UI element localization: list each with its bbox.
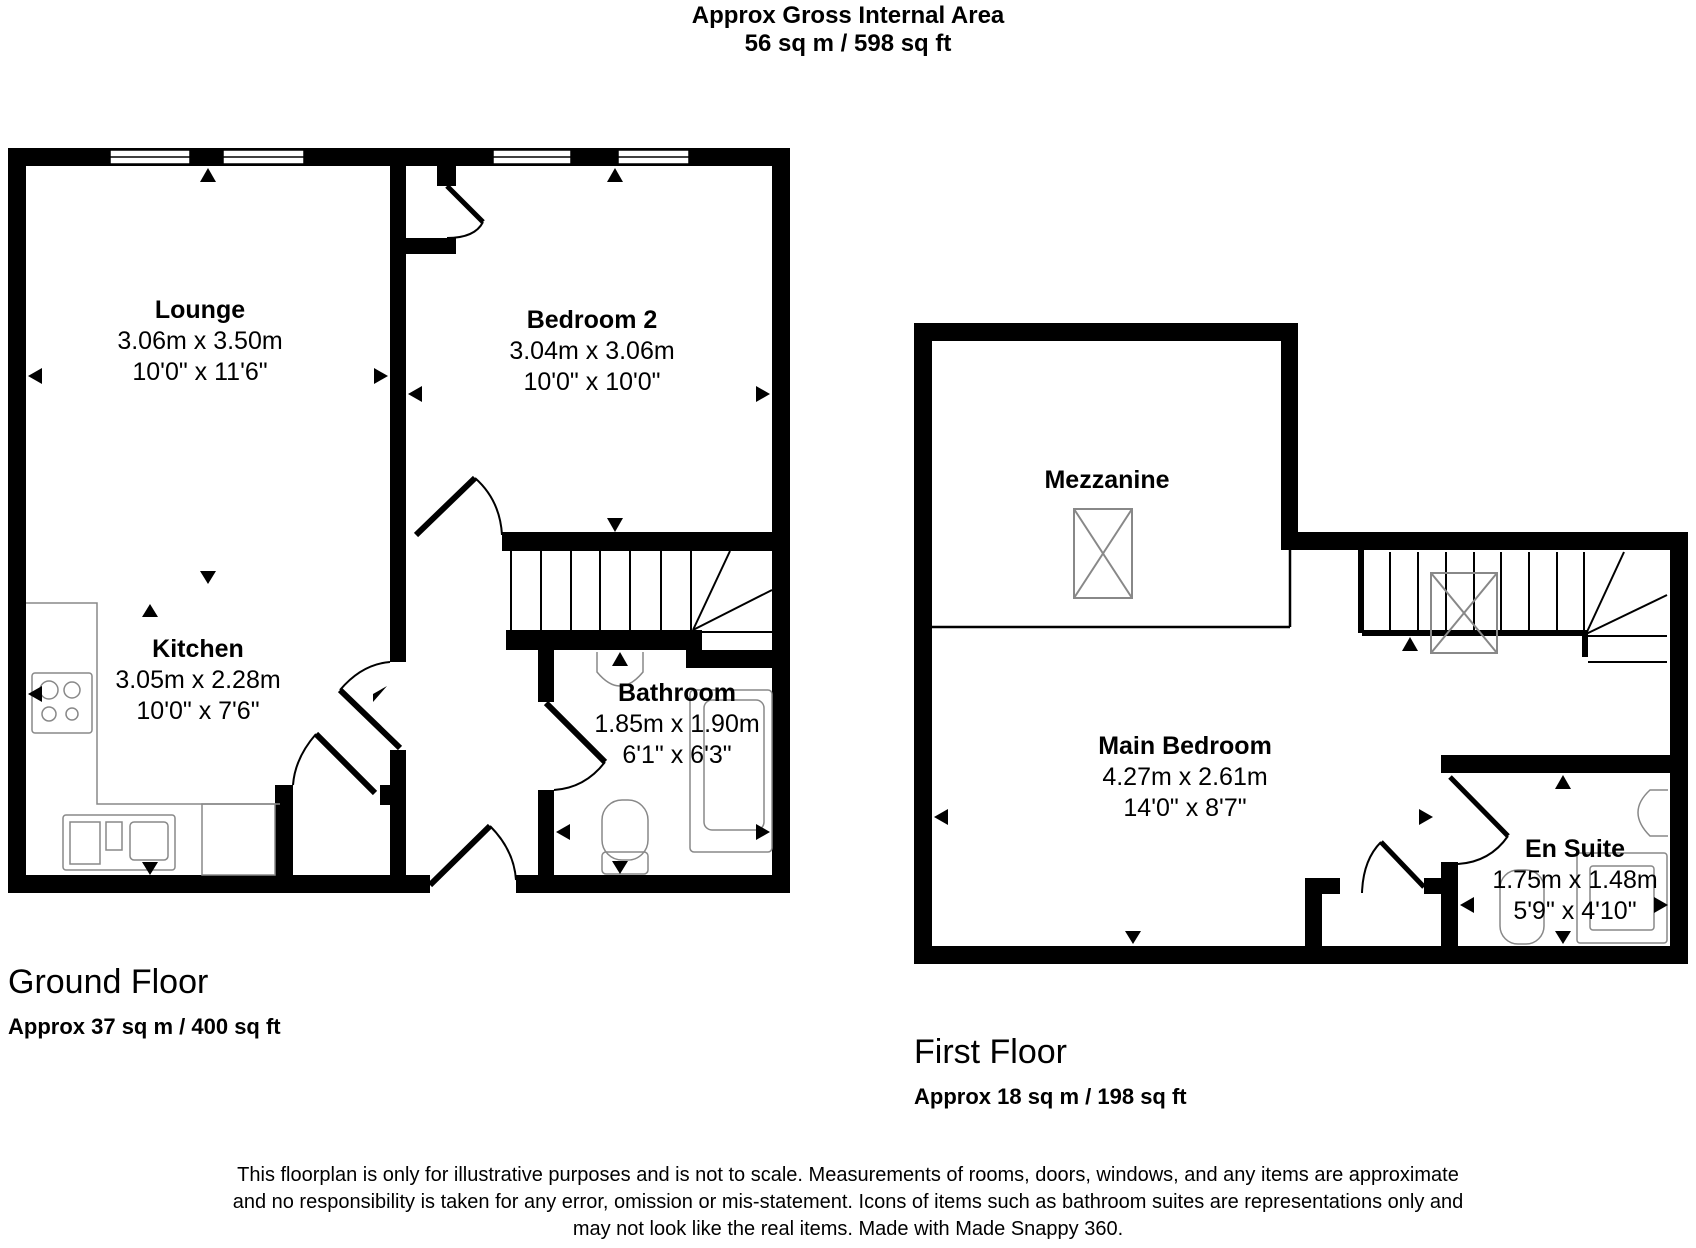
room-en-suite: En Suite 1.75m x 1.48m 5'9" x 4'10"	[1492, 834, 1657, 927]
room-name: Bedroom 2	[526, 306, 658, 334]
room-bathroom: Bathroom 1.85m x 1.90m 6'1" x 6'3"	[594, 678, 759, 771]
first-floor-area: Approx 18 sq m / 198 sq ft	[914, 1084, 1187, 1109]
room-kitchen: Kitchen 3.05m x 2.28m 10'0" x 7'6"	[115, 634, 280, 727]
bathroom-fixtures	[596, 652, 773, 875]
kitchen-fixtures	[26, 602, 280, 876]
room-dimensions-imperial: 6'1" x 6'3"	[622, 741, 732, 769]
room-lounge: Lounge 3.06m x 3.50m 10'0" x 11'6"	[117, 295, 282, 388]
first-floor-doors	[1361, 775, 1510, 894]
ground-floor-windows	[109, 149, 690, 165]
ground-floor-doors	[292, 184, 608, 888]
room-dimensions-metric: 3.04m x 3.06m	[509, 337, 675, 365]
room-dimensions-metric: 3.05m x 2.28m	[115, 666, 281, 694]
room-dimensions-imperial: 10'0" x 10'0"	[523, 368, 661, 396]
ground-floor-stairs	[510, 550, 773, 633]
disclaimer-line-3: may not look like the real items. Made w…	[572, 1218, 1124, 1240]
room-dimensions-imperial: 5'9" x 4'10"	[1513, 897, 1637, 925]
room-name: Mezzanine	[1044, 466, 1170, 494]
room-name: En Suite	[1524, 835, 1626, 863]
room-dimensions-metric: 1.75m x 1.48m	[1492, 866, 1658, 894]
room-dimensions-metric: 4.27m x 2.61m	[1102, 763, 1268, 791]
room-name: Main Bedroom	[1098, 732, 1272, 760]
room-dimensions-metric: 3.06m x 3.50m	[117, 327, 283, 355]
dimension-arrows	[28, 168, 1668, 944]
room-dimensions-imperial: 10'0" x 7'6"	[136, 697, 260, 725]
room-name: Bathroom	[617, 679, 737, 707]
disclaimer-line-2: and no responsibility is taken for any e…	[232, 1191, 1464, 1213]
gross-area-title: Approx Gross Internal Area	[691, 2, 1005, 29]
first-floor-stairs	[1389, 551, 1668, 663]
room-dimensions-imperial: 14'0" x 8'7"	[1123, 794, 1247, 822]
ground-floor-title: Ground Floor	[8, 963, 209, 1001]
room-mezzanine: Mezzanine	[1044, 465, 1169, 496]
room-dimensions-metric: 1.85m x 1.90m	[594, 710, 760, 738]
ground-floor-area: Approx 37 sq m / 400 sq ft	[8, 1014, 281, 1039]
first-floor-title: First Floor	[914, 1033, 1067, 1071]
first-floor-walls	[914, 323, 1688, 964]
room-main-bedroom: Main Bedroom 4.27m x 2.61m 14'0" x 8'7"	[1098, 731, 1272, 824]
skylight-icons	[1073, 508, 1498, 654]
first-floor-thin-walls	[932, 548, 1292, 629]
room-name: Lounge	[154, 296, 246, 324]
ground-floor-walls	[8, 148, 790, 893]
room-bedroom-2: Bedroom 2 3.04m x 3.06m 10'0" x 10'0"	[509, 305, 674, 398]
gross-area-value: 56 sq m / 598 sq ft	[744, 30, 952, 57]
disclaimer-line-1: This floorplan is only for illustrative …	[237, 1164, 1459, 1186]
room-dimensions-imperial: 10'0" x 11'6"	[132, 358, 268, 386]
room-name: Kitchen	[152, 635, 244, 663]
